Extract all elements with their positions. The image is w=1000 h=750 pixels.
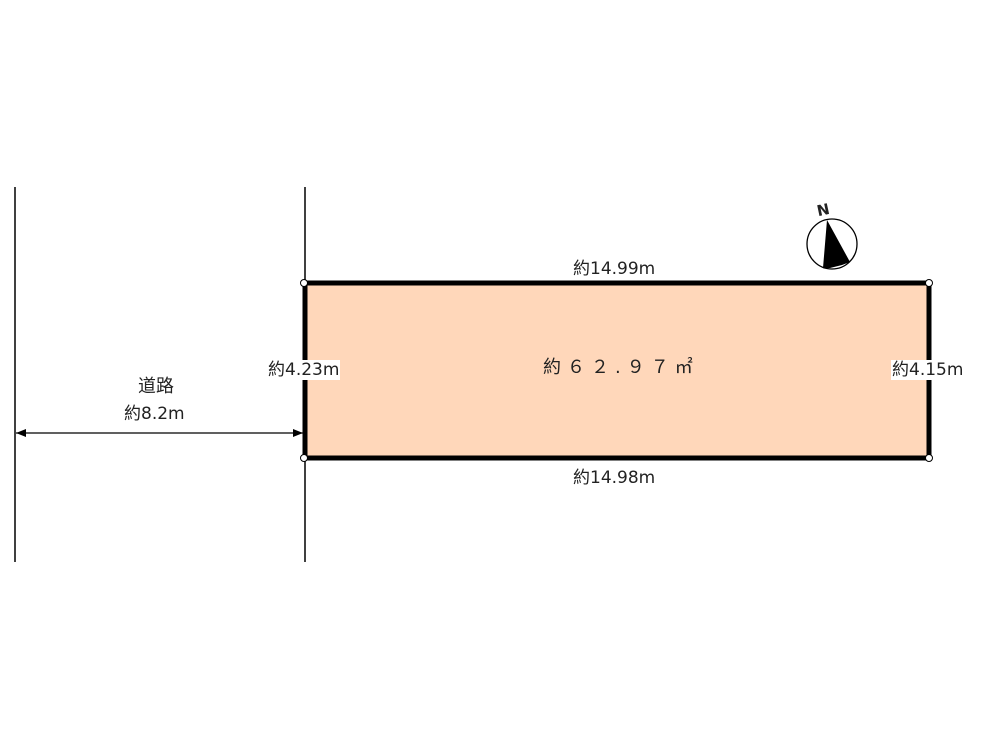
road-name-label: 道路 <box>138 376 174 397</box>
corner-marker <box>300 279 308 287</box>
bottom-edge-length: 約14.98m <box>573 468 656 488</box>
road-width-dimension <box>16 429 304 437</box>
north-arrow-icon <box>806 218 858 270</box>
corner-marker <box>925 454 933 462</box>
top-edge-length: 約14.99m <box>573 259 656 279</box>
road-width-label: 約8.2m <box>124 404 185 424</box>
land-plot <box>302 280 932 461</box>
plot-area-label: 約６２.９７㎡ <box>543 357 699 378</box>
corner-marker <box>925 279 933 287</box>
corner-marker <box>300 454 308 462</box>
left-edge-length: 約4.23m <box>267 360 341 380</box>
right-edge-length: 約4.15m <box>891 360 965 380</box>
